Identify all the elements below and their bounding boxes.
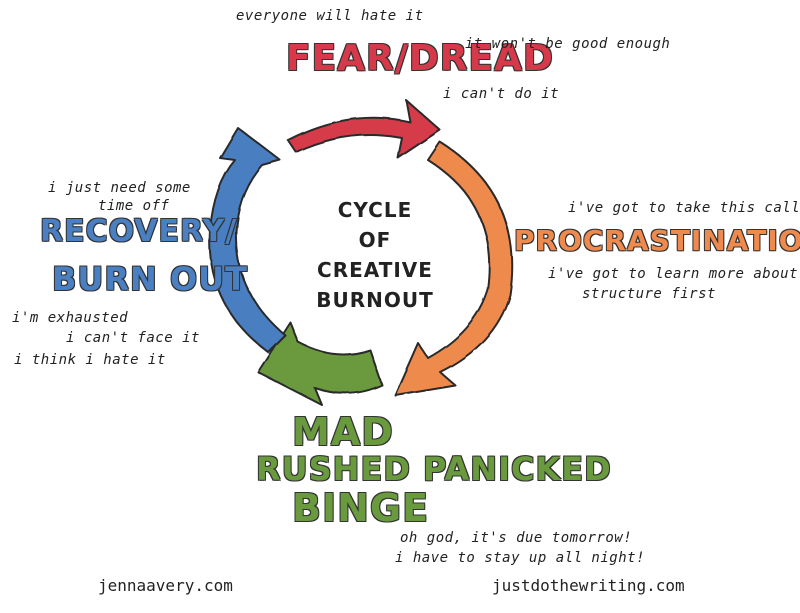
procrastination-title: PROCRASTINATION [514,224,800,257]
fear-note-3: i can't do it [443,86,560,102]
recovery-title-line-2: BURN OUT [52,260,248,298]
procrastination-note-3: structure first [582,286,716,302]
center-line-1: CYCLE [337,198,413,222]
recovery-note-bottom-3: i think i hate it [14,352,166,368]
center-label: CYCLE OF CREATIVE BURNOUT [300,195,450,315]
binge-note-2: i have to stay up all night! [395,550,646,566]
fear-note-2: it won't be good enough [465,36,671,52]
center-line-3: CREATIVE [317,258,433,282]
center-line-2: OF [358,228,392,252]
recovery-note-bottom-1: i'm exhausted [12,310,129,326]
binge-note-1: oh god, it's due tomorrow! [400,530,633,546]
binge-title-line-1: MAD [292,410,394,454]
recovery-note-bottom-2: i can't face it [66,330,200,346]
fear-title: FEAR/DREAD [286,38,554,79]
recovery-note-top-1: i just need some [48,180,191,196]
credit-left: jennaavery.com [98,576,233,595]
binge-title-line-2: RUSHED PANICKED [256,450,612,488]
fear-note-1: everyone will hate it [236,8,424,24]
center-line-4: BURNOUT [316,288,434,312]
fear-arrow [287,99,441,159]
recovery-title-line-1: RECOVERY/ [40,214,238,249]
procrastination-arrow [394,141,514,396]
credit-right: justdothewriting.com [492,576,685,595]
procrastination-note-1: i've got to take this call [568,200,800,216]
recovery-arrow [208,127,286,353]
binge-title-line-3: BINGE [292,486,430,530]
procrastination-note-2: i've got to learn more about [548,266,799,282]
recovery-note-top-2: time off [98,198,170,214]
